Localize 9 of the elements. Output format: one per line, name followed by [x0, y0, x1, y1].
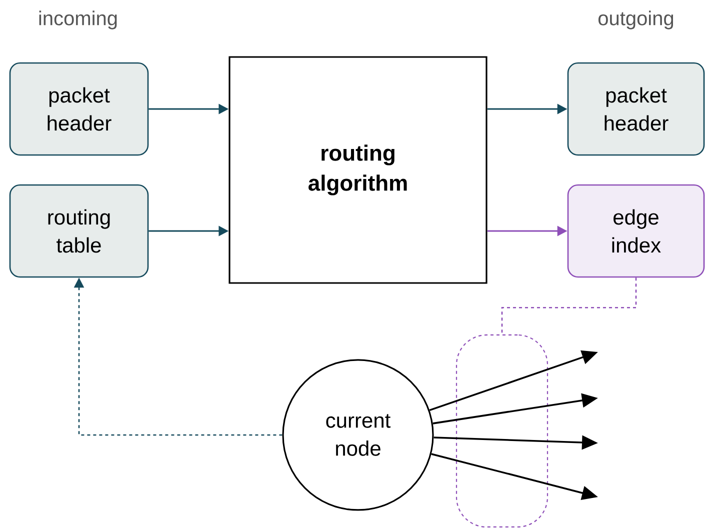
dashed-group-outline	[456, 334, 548, 528]
column-heading: outgoing	[598, 10, 674, 30]
column-heading: incoming	[39, 10, 117, 30]
process-box: routing table	[9, 184, 149, 278]
process-box: edge index	[567, 184, 705, 278]
algorithm-box: routing algorithm	[228, 56, 488, 284]
dashed-connector	[501, 278, 637, 334]
process-box: packet header	[567, 62, 705, 156]
process-box: packet header	[9, 62, 149, 156]
